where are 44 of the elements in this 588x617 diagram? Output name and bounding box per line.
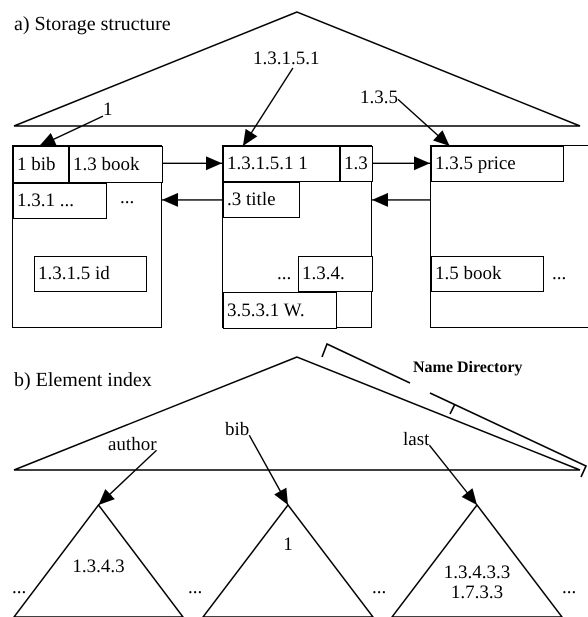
record-entry: 1.3.5 price: [431, 146, 564, 182]
record-entry: 1.3: [340, 146, 373, 182]
record-entry: 1 bib: [13, 146, 69, 183]
ellipsis: ...: [372, 578, 386, 597]
tag-label: last: [403, 430, 430, 449]
ellipsis: ...: [188, 578, 202, 597]
leader-arrow: [242, 68, 294, 146]
storage-page: [222, 145, 372, 328]
ellipsis: ...: [120, 188, 134, 207]
tree-triangle: [14, 12, 580, 126]
link-arrow: [162, 156, 222, 170]
tag-label: bib: [225, 420, 250, 439]
record-entry: 3.5.3.1 W.: [223, 292, 337, 329]
node-id-label: 1: [103, 100, 112, 119]
record-entry: 1.3 book: [69, 146, 163, 183]
link-arrow: [162, 192, 222, 207]
leader-arrow: [248, 434, 289, 506]
leader-arrow: [428, 444, 478, 506]
leader-arrow: [98, 450, 158, 506]
link-arrow: [372, 156, 430, 170]
record-entry: 1.3.1 ...: [13, 183, 107, 219]
ellipsis: ...: [277, 264, 292, 283]
record-entry: 1.3.1.5 id: [34, 256, 147, 292]
tree-triangle: [14, 357, 580, 470]
leader-arrow: [398, 98, 450, 147]
section-heading: a) Storage structure: [14, 14, 171, 34]
storage-page: [430, 145, 588, 328]
section-heading: b) Element index: [14, 370, 152, 390]
tag-label: author: [108, 435, 157, 454]
leader-arrow: [39, 116, 104, 147]
record-entry: 1.3.4.: [298, 256, 373, 292]
node-id-label: 1.3.1.5.1: [253, 49, 320, 68]
record-entry: 1.5 book: [431, 256, 544, 292]
link-arrow: [372, 192, 430, 207]
record-entry: 1.3.1.5.1 1: [223, 146, 340, 182]
record-entry: .3 title: [223, 182, 300, 218]
ellipsis: ...: [552, 264, 566, 283]
bracket-label: Name Directory: [413, 360, 522, 376]
subtree-triangle: 1: [203, 505, 373, 617]
node-id-label: 1.3.5: [360, 88, 398, 107]
ellipsis: ...: [12, 578, 26, 597]
ellipsis: ...: [562, 578, 576, 597]
storage-page: [12, 145, 162, 328]
subtree-triangle: 1.3.4.3.3 1.7.3.3: [392, 505, 562, 617]
